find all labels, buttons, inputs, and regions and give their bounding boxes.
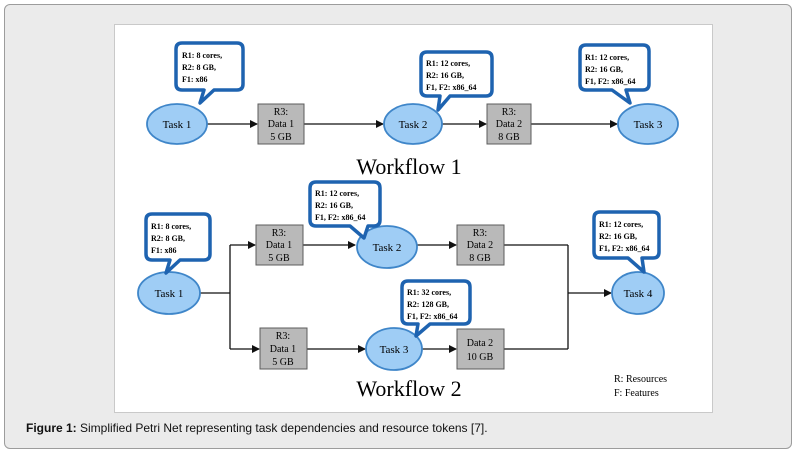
wf1-data1-line3: 5 GB — [270, 132, 292, 143]
wf1-task2-bubble-line1: R1: 12 cores, — [426, 59, 470, 68]
wf2-data1-bottom-line3: 5 GB — [272, 357, 294, 368]
wf2-task1-bubble-line2: R2: 8 GB, — [151, 234, 185, 243]
wf2-task1-bubble-line1: R1: 8 cores, — [151, 222, 191, 231]
workflow-1-title: Workflow 1 — [356, 154, 461, 179]
wf2-data2-top-line3: 8 GB — [469, 253, 491, 264]
wf2-task2-bubble-line1: R1: 12 cores, — [315, 189, 359, 198]
wf2-data2-bottom-line2: 10 GB — [467, 352, 494, 363]
caption-label: Figure 1: — [26, 421, 77, 435]
wf2-task3-bubble-line2: R2: 128 GB, — [407, 300, 449, 309]
wf2-data1-top-place: R3: Data 1 5 GB — [255, 224, 304, 266]
legend: R: Resources F: Features — [614, 374, 667, 399]
wf1-task2-bubble-line3: F1, F2: x86_64 — [426, 83, 476, 92]
wf2-data1-top-line1: R3: — [272, 228, 286, 239]
wf1-task1-label: Task 1 — [163, 119, 192, 131]
wf2-task2-bubble-line3: F1, F2: x86_64 — [315, 213, 365, 222]
wf2-task3-bubble-line3: F1, F2: x86_64 — [407, 312, 457, 321]
wf1-task2-label: Task 2 — [399, 119, 428, 131]
wf2-task2-bubble: R1: 12 cores, R2: 16 GB, F1, F2: x86_64 — [308, 180, 382, 240]
wf2-data1-bottom-line2: Data 1 — [270, 344, 296, 355]
wf1-task3-label: Task 3 — [634, 119, 663, 131]
wf1-data1-place: R3: Data 1 5 GB — [257, 103, 305, 145]
wf2-task1-bubble: R1: 8 cores, R2: 8 GB, F1: x86 — [144, 212, 212, 275]
wf2-data2-top-place: R3: Data 2 8 GB — [456, 224, 505, 266]
wf2-data2-top-line2: Data 2 — [467, 240, 493, 251]
wf2-task2-node: Task 2 — [356, 225, 418, 269]
wf2-data1-top-line3: 5 GB — [268, 253, 290, 264]
wf2-task4-node: Task 4 — [611, 271, 665, 315]
wf1-task1-node: Task 1 — [146, 103, 208, 145]
wf1-data2-place: R3: Data 2 8 GB — [486, 103, 532, 145]
wf1-task2-bubble: R1: 12 cores, R2: 16 GB, F1, F2: x86_64 — [419, 50, 494, 112]
wf2-data2-bottom-line1: Data 2 — [467, 338, 493, 349]
wf2-task4-bubble-line2: R2: 16 GB, — [599, 232, 637, 241]
wf2-task4-bubble-line1: R1: 12 cores, — [599, 220, 643, 229]
wf2-task4-bubble-line3: F1, F2: x86_64 — [599, 244, 649, 253]
caption-text: Simplified Petri Net representing task d… — [76, 421, 488, 435]
wf2-task3-node: Task 3 — [365, 327, 423, 371]
wf1-data2-line2: Data 2 — [496, 119, 522, 130]
wf1-task3-bubble-line1: R1: 12 cores, — [585, 53, 629, 62]
legend-features: F: Features — [614, 388, 659, 399]
figure-caption: Figure 1: Simplified Petri Net represent… — [26, 421, 488, 435]
wf2-task4-bubble: R1: 12 cores, R2: 16 GB, F1, F2: x86_64 — [592, 210, 661, 274]
wf1-task3-bubble-line2: R2: 16 GB, — [585, 65, 623, 74]
wf2-data1-bottom-place: R3: Data 1 5 GB — [259, 327, 308, 370]
wf2-task1-bubble-line3: F1: x86 — [151, 246, 177, 255]
wf2-data1-bottom-line1: R3: — [276, 331, 290, 342]
wf1-task3-node: Task 3 — [617, 103, 679, 145]
wf1-task1-bubble-line3: F1: x86 — [182, 75, 208, 84]
wf2-task3-bubble-line1: R1: 32 cores, — [407, 288, 451, 297]
wf2-data2-bottom-place: Data 2 10 GB — [456, 328, 505, 370]
wf2-data1-top-line2: Data 1 — [266, 240, 292, 251]
wf2-task4-label: Task 4 — [624, 288, 653, 300]
wf2-task2-label: Task 2 — [373, 242, 402, 254]
wf1-task1-bubble-line1: R1: 8 cores, — [182, 51, 222, 60]
wf2-task2-bubble-line2: R2: 16 GB, — [315, 201, 353, 210]
workflow-1: Task 1 R1: 8 cores, R2: 8 GB, F1: x86 R3… — [146, 41, 679, 179]
workflow-2-title: Workflow 2 — [356, 376, 461, 401]
legend-resources: R: Resources — [614, 374, 667, 385]
wf1-task2-bubble-line2: R2: 16 GB, — [426, 71, 464, 80]
wf1-task2-node: Task 2 — [383, 103, 443, 145]
wf2-task3-bubble: R1: 32 cores, R2: 128 GB, F1, F2: x86_64 — [400, 279, 472, 338]
wf2-task1-label: Task 1 — [155, 288, 184, 300]
wf2-data2-top-line1: R3: — [473, 228, 487, 239]
wf1-task1-bubble-line2: R2: 8 GB, — [182, 63, 216, 72]
wf1-data1-line1: R3: — [274, 107, 288, 118]
wf2-task1-node: Task 1 — [137, 271, 201, 315]
wf1-data1-line2: Data 1 — [268, 119, 294, 130]
wf1-data2-line3: 8 GB — [498, 132, 520, 143]
wf1-data2-line1: R3: — [502, 107, 516, 118]
wf2-task3-label: Task 3 — [380, 344, 409, 356]
wf1-task3-bubble: R1: 12 cores, R2: 16 GB, F1, F2: x86_64 — [578, 43, 651, 105]
wf1-task3-bubble-line3: F1, F2: x86_64 — [585, 77, 635, 86]
workflow-2: Task 1 R1: 8 cores, R2: 8 GB, F1: x86 R3… — [137, 180, 665, 401]
wf1-task1-bubble: R1: 8 cores, R2: 8 GB, F1: x86 — [174, 41, 245, 105]
